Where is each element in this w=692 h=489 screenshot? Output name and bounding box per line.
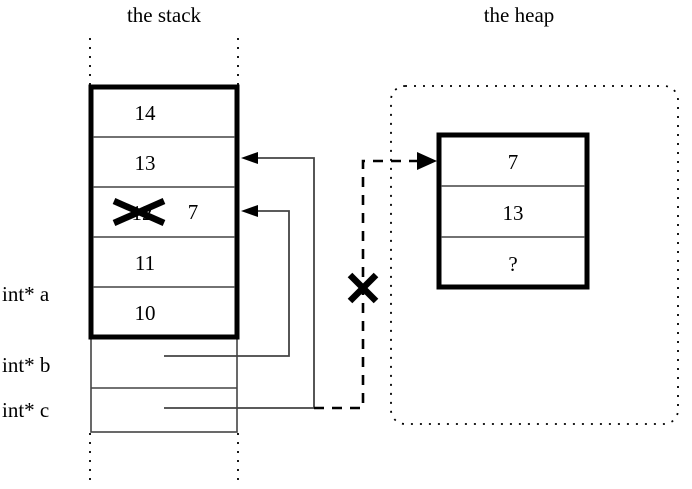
stack-lower-rows bbox=[90, 336, 238, 433]
stack-cell-value-0: 14 bbox=[135, 101, 157, 125]
heap-frame bbox=[436, 132, 590, 290]
stack-title: the stack bbox=[127, 3, 202, 27]
stack-frame bbox=[88, 84, 240, 340]
pointer-c-arrowhead-icon bbox=[241, 152, 258, 164]
pointer-c-to-cell2 bbox=[164, 157, 315, 409]
dangling-pointer-to-heap bbox=[314, 159, 424, 410]
heap-cell-value-2: ? bbox=[508, 252, 517, 276]
variable-label-a: int* a bbox=[2, 282, 50, 306]
heap-pointer-arrowhead-icon bbox=[417, 152, 437, 170]
heap-cell-value-0: 7 bbox=[508, 150, 519, 174]
heap-title: the heap bbox=[484, 3, 555, 27]
heap-cell-value-1: 13 bbox=[503, 201, 524, 225]
variable-label-c: int* c bbox=[2, 398, 49, 422]
stack-cell-value-3: 11 bbox=[135, 251, 155, 275]
stack-cell-value-4: 10 bbox=[135, 301, 156, 325]
invalid-pointer-x-icon bbox=[347, 272, 379, 304]
stack-cell-value-1: 13 bbox=[135, 151, 156, 175]
variable-label-b: int* b bbox=[2, 353, 50, 377]
pointer-b-to-cell3 bbox=[164, 210, 290, 357]
struck-value-x-icon bbox=[112, 198, 166, 226]
stack-cell-replacement-2: 7 bbox=[188, 200, 199, 224]
pointer-b-arrowhead-icon bbox=[241, 205, 258, 217]
